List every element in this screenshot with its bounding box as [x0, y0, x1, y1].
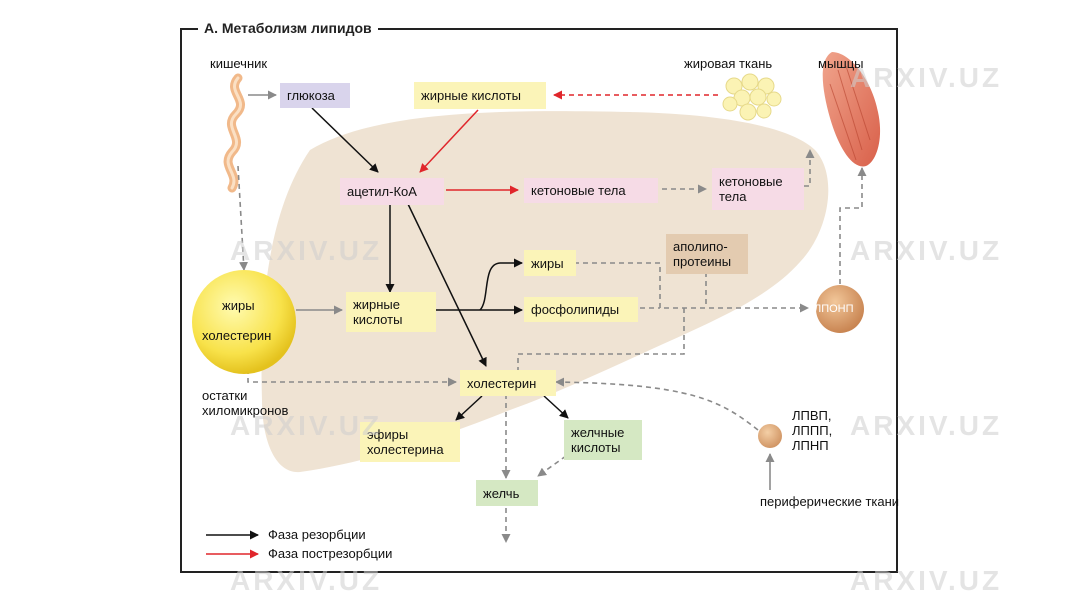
- arrow-fa-to-fats: [479, 258, 523, 311]
- arrow-chol-to-bileacids: [543, 395, 569, 419]
- fats-cholesterol-circle: [192, 270, 296, 374]
- box-fats: жиры: [524, 250, 576, 276]
- arrow-chol-to-vldl: [517, 308, 685, 372]
- label-lipoproteins: ЛПВП, ЛППП, ЛПНП: [792, 408, 833, 453]
- arrow-bileacids-to-bile: [537, 455, 567, 477]
- watermark: ARXIV.UZ: [850, 565, 1003, 596]
- diagram-title: А. Метаболизм липидов: [198, 20, 378, 36]
- box-bile-acids: желчные кислоты: [564, 420, 642, 460]
- box-glucose: глюкоза: [280, 83, 350, 108]
- box-phospholipids: фосфолипиды: [524, 297, 638, 322]
- label-cholesterol-circle: холестерин: [202, 328, 272, 343]
- watermark: ARXIV.UZ: [850, 62, 1003, 93]
- diagram-frame: [180, 28, 898, 573]
- lipoprotein-small-circle: [758, 424, 782, 448]
- arrow-lp-to-chol: [555, 377, 759, 431]
- watermark: ARXIV.UZ: [230, 565, 383, 596]
- arrow-chol-to-esters: [455, 395, 483, 421]
- arrow-glucose-to-acetyl: [311, 107, 379, 173]
- box-cholesterol: холестерин: [460, 370, 556, 396]
- box-ketone-out: кетоновые тела: [712, 168, 804, 210]
- label-vldl: ЛПОНП: [814, 303, 854, 315]
- legend-resorption: Фаза резорбции: [268, 527, 366, 542]
- label-remnants: остатки хиломикронов: [202, 388, 289, 418]
- box-cholesterol-esters: эфиры холестерина: [360, 422, 460, 462]
- box-apolipoproteins: аполипо-протеины: [666, 234, 748, 274]
- watermark: ARXIV.UZ: [230, 410, 383, 441]
- legend-postresorption: Фаза пострезорбции: [268, 546, 393, 561]
- watermark: ARXIV.UZ: [850, 410, 1003, 441]
- label-peripheral: периферические ткани: [760, 494, 900, 509]
- muscle-icon: [822, 52, 881, 167]
- watermark: ARXIV.UZ: [850, 235, 1003, 266]
- label-muscles: мышцы: [818, 56, 864, 71]
- box-acetyl-coa: ацетил-КоА: [340, 178, 444, 205]
- arrow-acetyl-to-chol: [407, 203, 487, 367]
- watermark: ARXIV.UZ: [230, 235, 383, 266]
- vldl-circle: [816, 285, 864, 333]
- label-adipose: жировая ткань: [684, 56, 773, 71]
- box-fatty-acids: жирные кислоты: [346, 292, 436, 332]
- box-fatty-acids-top: жирные кислоты: [414, 82, 546, 109]
- box-bile: желчь: [476, 480, 538, 506]
- arrow-fa-to-acetyl: [419, 109, 479, 173]
- adipose-tissue-icon: [722, 73, 782, 121]
- label-fats-circle: жиры: [222, 298, 255, 313]
- arrow-ketone-to-muscle: [804, 149, 815, 187]
- box-ketone-liver: кетоновые тела: [524, 178, 658, 203]
- label-intestine: кишечник: [210, 56, 268, 71]
- arrow-vldl-to-muscle: [839, 167, 867, 284]
- arrow-fats-to-vldl: [574, 262, 809, 313]
